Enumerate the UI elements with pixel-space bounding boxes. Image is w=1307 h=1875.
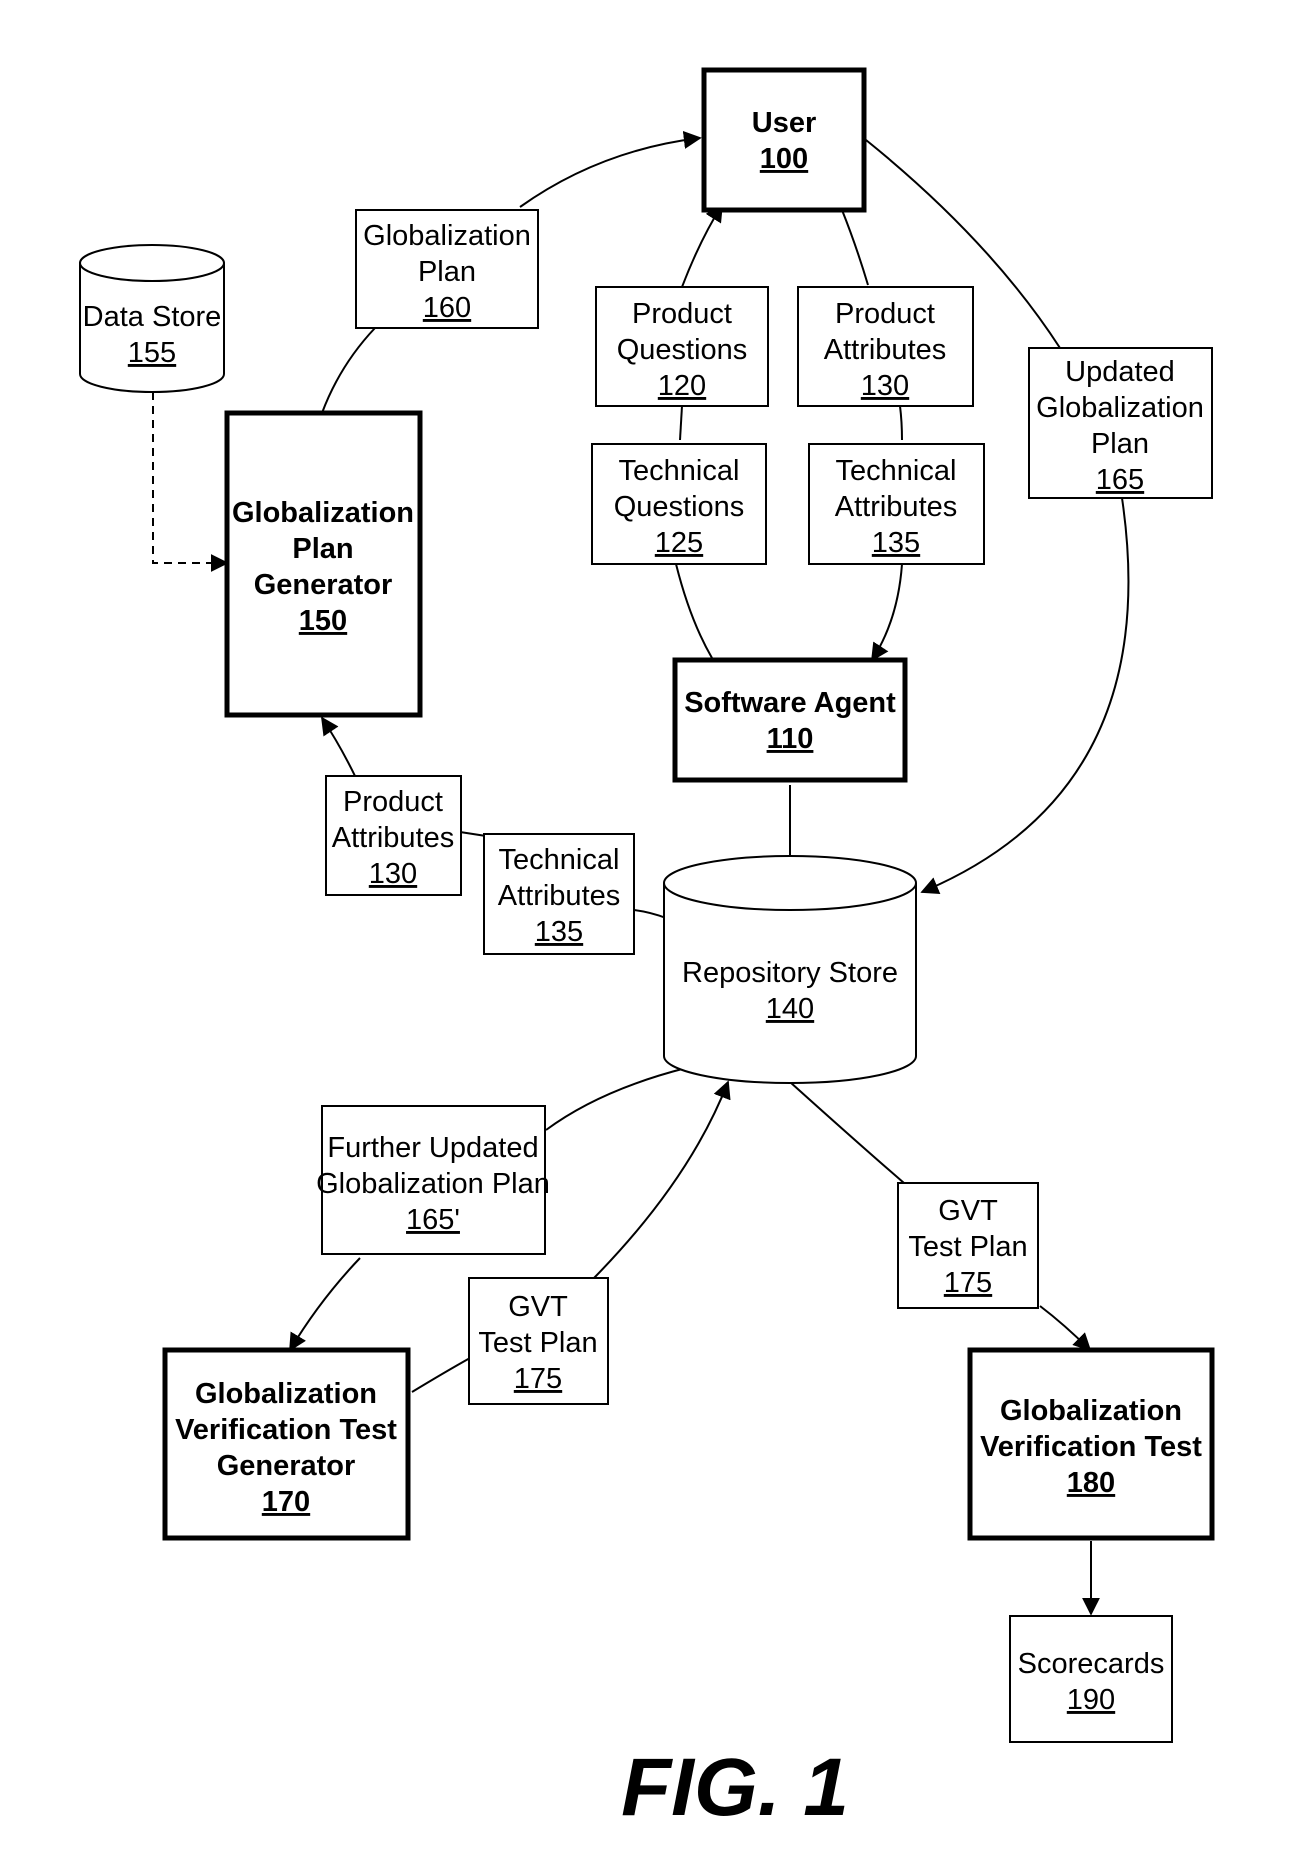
repository-store-line: Repository Store — [682, 957, 898, 989]
product-attributes-left-ref-number: 130 — [369, 858, 417, 890]
product-attributes-top-line: Product — [835, 298, 935, 330]
gvt-generator-ref-number: 170 — [262, 1486, 310, 1518]
scorecards-ref-number: 190 — [1067, 1684, 1115, 1716]
updated-plan-line: Plan — [1091, 428, 1149, 460]
data-store-line: Data Store — [83, 301, 222, 333]
further-updated-plan-ref-number: 165' — [406, 1204, 460, 1236]
plan-generator-ref-number: 150 — [299, 605, 347, 637]
gvt-ref-number: 180 — [1067, 1467, 1115, 1499]
gvt-test-plan-right-line: GVT — [938, 1195, 998, 1227]
product-questions-ref-number: 120 — [658, 370, 706, 402]
connector-ta-to-agent — [872, 564, 902, 660]
technical-questions-ref-number: 125 — [655, 527, 703, 559]
connector-gvtplan-to-gvt — [1040, 1306, 1090, 1350]
technical-questions-line: Technical — [619, 455, 740, 487]
connector-repo-to-further — [546, 1068, 686, 1130]
connector-ta-left-to-repo — [634, 910, 666, 918]
further-updated-plan-line: Further Updated — [327, 1132, 538, 1164]
connector-repo-to-gvtplan — [790, 1082, 904, 1183]
gvt-test-plan-right-line: Test Plan — [908, 1231, 1027, 1263]
scorecards-line: Scorecards — [1018, 1648, 1165, 1680]
connector-pa-left-to-ta-left — [460, 832, 486, 836]
technical-attributes-top-line: Technical — [836, 455, 957, 487]
technical-attributes-left-line: Technical — [499, 844, 620, 876]
gvt-generator-line: Verification Test — [175, 1414, 397, 1446]
gvt-generator-line: Globalization — [195, 1378, 377, 1410]
product-attributes-top-line: Attributes — [824, 334, 947, 366]
connector-tq-to-agent — [676, 564, 712, 658]
user-line: User — [752, 107, 817, 139]
connector-plan-to-repo — [594, 1082, 728, 1278]
connector-pa-ta — [900, 406, 902, 440]
updated-plan-ref-number: 165 — [1096, 464, 1144, 496]
further-updated-plan-line: Globalization Plan — [316, 1168, 550, 1200]
connector-user-to-attributes — [842, 210, 868, 285]
repository-store-ref-number: 140 — [766, 993, 814, 1025]
software-agent-line: Software Agent — [684, 687, 896, 719]
product-attributes-top-ref-number: 130 — [861, 370, 909, 402]
gvt-test-plan-left-line: GVT — [508, 1291, 568, 1323]
product-questions-line: Questions — [617, 334, 748, 366]
gvt-test-plan-left-ref-number: 175 — [514, 1363, 562, 1395]
figure-label: FIG. 1 — [621, 1742, 849, 1833]
connector-pq-tq — [680, 406, 682, 440]
software-agent-box — [675, 660, 905, 780]
globalization-plan-line: Globalization — [363, 220, 531, 252]
gvt-generator-line: Generator — [217, 1450, 356, 1482]
connector-gvtgen-to-plan — [412, 1358, 470, 1392]
product-attributes-left-line: Attributes — [332, 822, 455, 854]
globalization-plan-line: Plan — [418, 256, 476, 288]
connector-datastore-to-generator — [153, 392, 227, 563]
gvt-line: Verification Test — [980, 1431, 1202, 1463]
gvt-line: Globalization — [1000, 1395, 1182, 1427]
updated-plan-line: Globalization — [1036, 392, 1204, 424]
user-ref-number: 100 — [760, 143, 808, 175]
technical-questions-line: Questions — [614, 491, 745, 523]
plan-generator-line: Plan — [292, 533, 353, 565]
technical-attributes-top-line: Attributes — [835, 491, 958, 523]
technical-attributes-left-ref-number: 135 — [535, 916, 583, 948]
product-questions-line: Product — [632, 298, 732, 330]
connector-generator-to-plan — [322, 328, 375, 413]
connector-further-to-gvtgen — [290, 1258, 360, 1350]
technical-attributes-left-line: Attributes — [498, 880, 621, 912]
user-box — [704, 70, 864, 210]
globalization-plan-ref-number: 160 — [423, 292, 471, 324]
technical-attributes-top-ref-number: 135 — [872, 527, 920, 559]
plan-generator-line: Globalization — [232, 497, 414, 529]
connector-plan-to-user — [520, 138, 700, 207]
connector-pa-left-to-generator — [322, 718, 356, 778]
data-store-ref-number: 155 — [128, 337, 176, 369]
product-attributes-left-line: Product — [343, 786, 443, 818]
updated-plan-line: Updated — [1065, 356, 1175, 388]
gvt-test-plan-left-line: Test Plan — [478, 1327, 597, 1359]
plan-generator-line: Generator — [254, 569, 393, 601]
connector-questions-to-user — [682, 205, 722, 287]
gvt-test-plan-right-ref-number: 175 — [944, 1267, 992, 1299]
software-agent-ref-number: 110 — [767, 723, 814, 755]
